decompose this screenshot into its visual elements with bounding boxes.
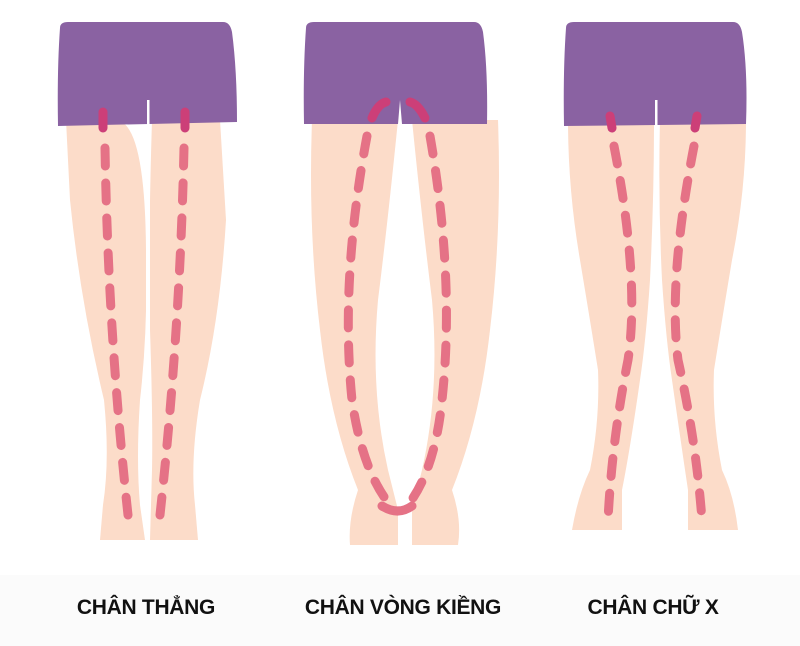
- bow-legs-illustration: [303, 22, 499, 545]
- caption-knock-knees: CHÂN CHỮ X: [587, 596, 719, 619]
- alignment-dashes: [603, 111, 707, 525]
- knock-knees-illustration: [563, 22, 747, 535]
- shorts: [303, 22, 488, 124]
- caption-band: [0, 575, 800, 646]
- straight-legs-illustration: [57, 22, 237, 545]
- alignment-dashes: [98, 107, 190, 520]
- legs: [311, 120, 499, 545]
- caption-straight-legs: CHÂN THẲNG: [76, 596, 216, 619]
- shorts: [563, 22, 747, 126]
- caption-bow-legs: CHÂN VÒNG KIỀNG: [304, 596, 502, 619]
- legs: [568, 120, 746, 535]
- leg-shape-comparison-figure: [57, 22, 747, 545]
- shorts: [57, 22, 237, 126]
- alignment-dashes: [343, 97, 451, 516]
- legs: [66, 120, 226, 545]
